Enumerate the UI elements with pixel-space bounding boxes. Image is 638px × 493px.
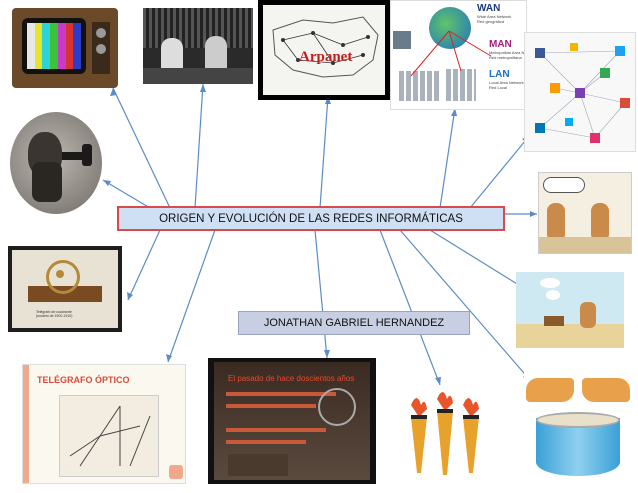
man-telephone-image [10, 112, 102, 214]
author-box: JONATHAN GABRIEL HERNANDEZ [238, 311, 470, 335]
connector-telephone [102, 179, 151, 209]
wan-label: WAN [477, 3, 501, 14]
main-title-box: ORIGEN Y EVOLUCIÓN DE LAS REDES INFORMÁT… [117, 206, 505, 231]
lan-sublabel: Local Area Network Red Local [489, 80, 524, 90]
arpanet-map-image: Arpanet [258, 0, 390, 100]
connector-history-slide [314, 229, 328, 359]
history-slide-title: El pasado de hace doscientos años [228, 374, 355, 383]
wan-sublabel: Wide Area Network Red geográfica [477, 14, 512, 24]
main-title-label: ORIGEN Y EVOLUCIÓN DE LAS REDES INFORMÁT… [159, 212, 463, 225]
man-label: MAN [489, 39, 512, 50]
switchboard-operators-image [143, 8, 253, 84]
connector-network-types [439, 107, 456, 209]
torches-image [393, 385, 493, 483]
electric-telegraph-caption: Telégrafo de cuadrante (modelo de 1900-1… [36, 310, 73, 318]
arpanet-map-drawing [272, 16, 379, 78]
connector-social-network [469, 134, 531, 209]
optical-telegraph-title: TELÉGRAFO ÓPTICO [37, 375, 130, 385]
network-types-image: WAN Wide Area Network Red geográfica MAN… [390, 0, 527, 110]
cartoon-smoke-signal-image [516, 272, 624, 348]
connector-drum [399, 229, 531, 381]
connector-electric-telegraph [127, 229, 161, 301]
man-sublabel: Metropolitan Area Network Red metropolit… [489, 50, 526, 60]
globe-icon [429, 7, 471, 49]
social-network-graph-image [524, 32, 636, 152]
connector-optical-telegraph [167, 229, 216, 363]
connector-torches [379, 229, 441, 386]
hands-drum-image [524, 368, 632, 484]
cartoon-cavemen-image [538, 172, 632, 254]
optical-telegraph-image: TELÉGRAFO ÓPTICO [22, 364, 186, 484]
connector-arpanet [319, 95, 329, 209]
vintage-tv-image [12, 8, 118, 88]
author-label: JONATHAN GABRIEL HERNANDEZ [263, 317, 445, 329]
connector-tv [112, 87, 171, 209]
lan-label: LAN [489, 69, 510, 80]
connector-switchboard [194, 83, 204, 209]
electric-telegraph-image: Telégrafo de cuadrante (modelo de 1900-1… [8, 246, 122, 332]
history-slide-image: El pasado de hace doscientos años [208, 358, 376, 484]
arpanet-caption: Arpanet [299, 49, 353, 65]
